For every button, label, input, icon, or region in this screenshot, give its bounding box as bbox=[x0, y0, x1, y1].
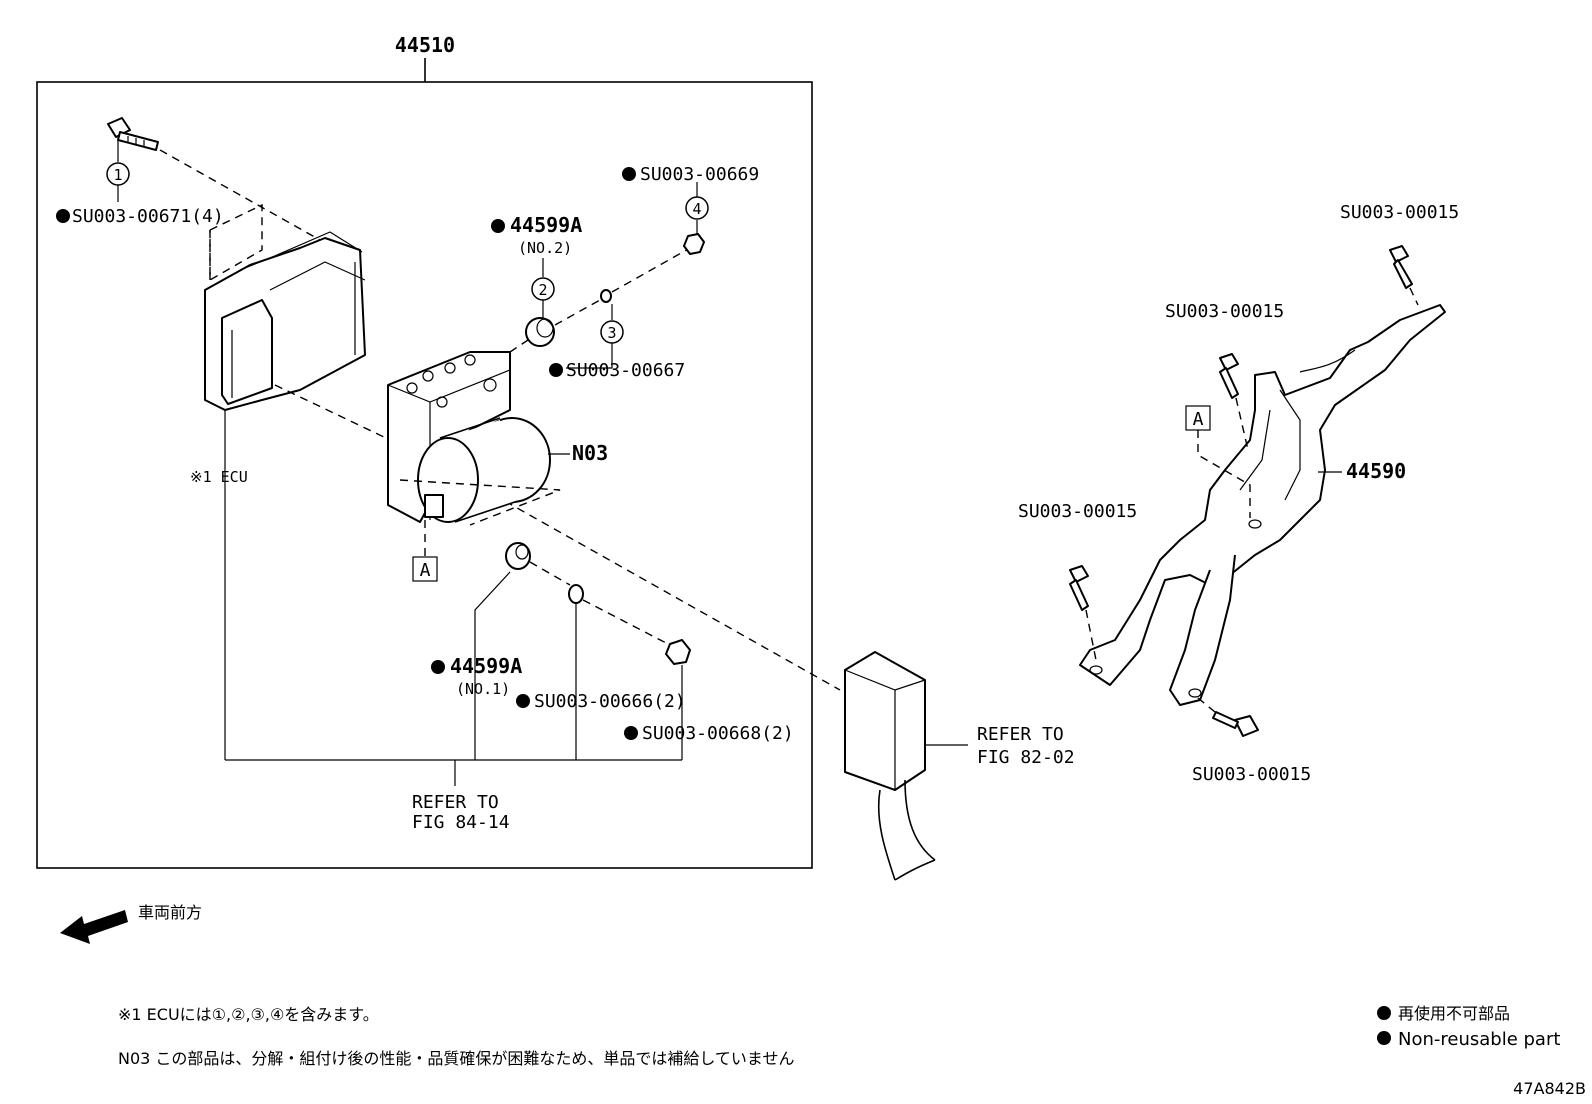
cushion-no1-number: 44599A bbox=[450, 654, 522, 678]
bolt-mid-dash bbox=[1235, 397, 1249, 451]
refer-right-line2: FIG 82-02 bbox=[977, 747, 1075, 768]
washer-bottom-dash bbox=[582, 599, 671, 646]
actuator-label: N03 bbox=[572, 441, 608, 465]
cushion-no2-sub: (NO.2) bbox=[518, 239, 572, 257]
box-a bbox=[412, 556, 438, 582]
bolt-part bbox=[107, 117, 159, 151]
legend-ja: 再使用不可部品 bbox=[1398, 1004, 1510, 1023]
refer-left-line2: FIG 84-14 bbox=[412, 812, 510, 833]
nonreusable-dot bbox=[549, 363, 563, 377]
washer-top-leader bbox=[566, 343, 613, 369]
box-a-right-dash bbox=[1197, 430, 1251, 518]
front-label: 車両前方 bbox=[138, 903, 202, 922]
bracket-bolt-bottom bbox=[1212, 711, 1259, 737]
cushion-no1-dash bbox=[529, 561, 571, 586]
nonreusable-dot bbox=[624, 726, 638, 740]
ecu-module bbox=[204, 231, 366, 411]
bolt-mid-number: SU003-00015 bbox=[1165, 301, 1284, 322]
washer-bottom-part bbox=[568, 584, 584, 604]
note-2: N03 この部品は、分解・組付け後の性能・品質確保が困難なため、単品では補給して… bbox=[118, 1049, 794, 1068]
bolt-left-number: SU003-00015 bbox=[1018, 501, 1137, 522]
legend-dot-en bbox=[1377, 1031, 1391, 1045]
refer-left-line1: REFER TO bbox=[412, 792, 499, 813]
legend-dot-ja bbox=[1377, 1006, 1391, 1020]
nonreusable-dot bbox=[622, 167, 636, 181]
bolt-top-right-dash bbox=[1409, 287, 1419, 306]
nonreusable-dot bbox=[56, 209, 70, 223]
nonreusable-dot bbox=[431, 660, 445, 674]
note-1: ※1 ECUには①,②,③,④を含みます。 bbox=[118, 1005, 379, 1024]
figure-id: 47A842B bbox=[1513, 1079, 1586, 1098]
motor-dash bbox=[399, 479, 561, 526]
callout-1-text: 1 bbox=[113, 166, 122, 184]
bracket-part bbox=[1079, 304, 1446, 706]
bolt-bottom-number: SU003-00015 bbox=[1192, 764, 1311, 785]
box-a-text: A bbox=[420, 560, 431, 581]
cushion-no1-part bbox=[505, 542, 531, 570]
bracket-bolt-mid bbox=[1219, 353, 1239, 399]
nonreusable-dot bbox=[516, 694, 530, 708]
washer-top-number: SU003-00667 bbox=[566, 360, 685, 381]
nut-top-part bbox=[683, 233, 705, 255]
cushion-no1-leader bbox=[474, 571, 511, 760]
cushion-to-washer-dash bbox=[554, 299, 601, 326]
ecu-label: ※1 ECU bbox=[190, 468, 248, 486]
nut-top-number: SU003-00669 bbox=[640, 164, 759, 185]
cushion-no2-number: 44599A bbox=[510, 213, 582, 237]
bracket-bolt-left bbox=[1069, 565, 1089, 611]
connector-part bbox=[844, 651, 936, 881]
cushion-no1-sub: (NO.1) bbox=[456, 680, 510, 698]
box-a-right-text: A bbox=[1193, 409, 1204, 430]
nut-bottom-part bbox=[665, 639, 691, 665]
cushion-no2-part bbox=[525, 317, 555, 347]
washer-bottom-number: SU003-00666(2) bbox=[534, 691, 686, 712]
washer-to-nut-dash bbox=[611, 247, 691, 293]
bracket-number: 44590 bbox=[1346, 459, 1406, 483]
callout-4-text: 4 bbox=[692, 200, 701, 218]
bolt-part-number: SU003-00671(4) bbox=[72, 206, 224, 227]
callout-3-text: 3 bbox=[607, 324, 616, 342]
legend-en: Non-reusable part bbox=[1398, 1029, 1560, 1050]
cushion-top-dash bbox=[509, 339, 529, 353]
bolt-top-right-number: SU003-00015 bbox=[1340, 202, 1459, 223]
bolt-dash-line bbox=[159, 149, 321, 241]
actuator-block bbox=[387, 351, 551, 523]
callout-2-text: 2 bbox=[538, 281, 547, 299]
bracket-bolt-top-right bbox=[1389, 245, 1413, 289]
nut-bottom-number: SU003-00668(2) bbox=[642, 723, 794, 744]
refer-right-line1: REFER TO bbox=[977, 724, 1064, 745]
bolt-bottom-dash bbox=[1197, 697, 1216, 713]
washer-top-part bbox=[600, 289, 612, 303]
front-arrow-icon bbox=[60, 910, 128, 944]
bolt-left-dash bbox=[1085, 609, 1097, 661]
assembly-number: 44510 bbox=[395, 33, 455, 57]
ecu-dashed-outline bbox=[209, 203, 263, 282]
nonreusable-dot bbox=[491, 219, 505, 233]
